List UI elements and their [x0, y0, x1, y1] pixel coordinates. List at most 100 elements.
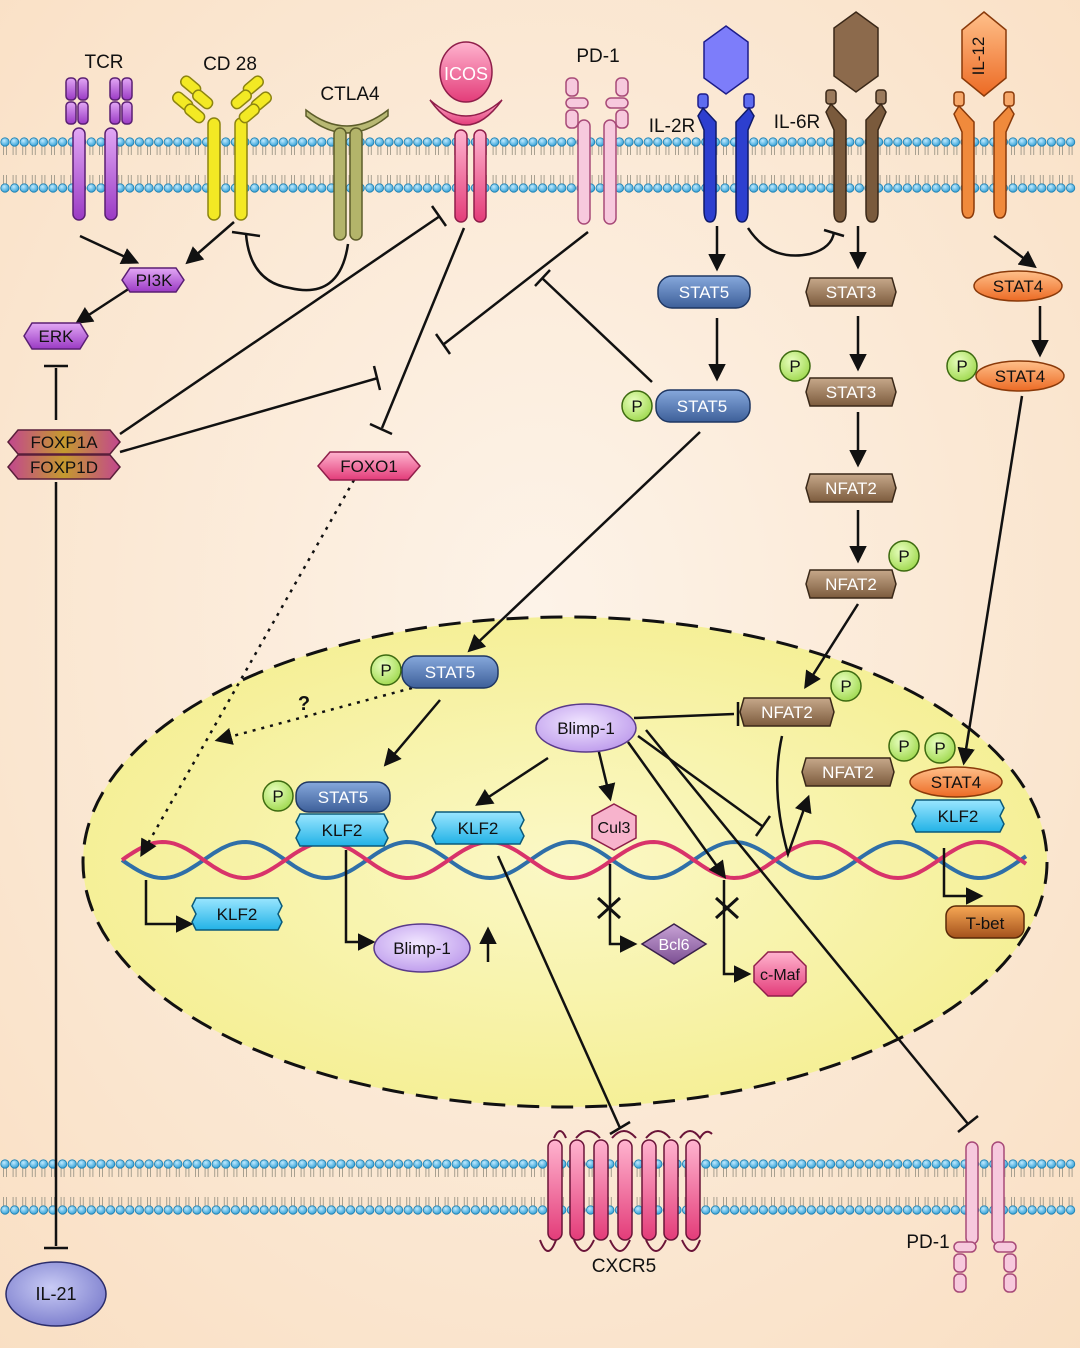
- cul3-node: [591, 803, 637, 851]
- phospho-label: P: [380, 661, 391, 680]
- nuclear-stat4-label: STAT4: [931, 773, 981, 792]
- il2r-receptor: [697, 25, 755, 223]
- cd28-receptor: [172, 75, 272, 221]
- tcr-receptor: [65, 77, 133, 221]
- nuclear-pstat5-node: [401, 655, 499, 689]
- klf2-product-node: [191, 897, 283, 931]
- foxp1a-node: [7, 429, 121, 455]
- foxp1d-node: [7, 454, 121, 480]
- pnfat2-node: [805, 569, 897, 599]
- phospho-badge: [830, 670, 862, 702]
- pi3k-node: [121, 267, 185, 293]
- nfat2-label: NFAT2: [825, 479, 877, 498]
- cd28-label: CD 28: [203, 54, 257, 75]
- pd1-bottom-receptor: [953, 1141, 1017, 1293]
- phospho-label: P: [934, 739, 945, 758]
- nuclear-nfat2-node: [739, 697, 835, 727]
- stat4-node: [973, 270, 1063, 302]
- stat5-label: STAT5: [679, 283, 729, 302]
- erk-label: ERK: [39, 327, 75, 346]
- nucleus: [81, 615, 1049, 1109]
- nfat2-node: [805, 473, 897, 503]
- phospho-badge: [370, 654, 402, 686]
- dna-double-helix: [120, 839, 1028, 881]
- phospho-badge: [924, 732, 956, 764]
- blimp1-node: [535, 703, 637, 753]
- il12-receptor: [953, 11, 1015, 219]
- il21-node: [5, 1261, 107, 1327]
- free-nfat2-node: [801, 757, 895, 787]
- pnfat2-label: NFAT2: [825, 575, 877, 594]
- pd1-top-label: PD-1: [576, 46, 619, 67]
- nuclear-stat4-node: [909, 766, 1003, 798]
- phospho-label: P: [840, 677, 851, 696]
- phospho-label: P: [272, 787, 283, 806]
- ctla4-label: CTLA4: [320, 84, 380, 105]
- pathway-connectors: [44, 205, 1049, 1250]
- complex-klf2-node: [295, 813, 389, 847]
- pi3k-label: PI3K: [136, 271, 174, 290]
- cmaf-label: c-Maf: [760, 967, 801, 984]
- pstat3-label: STAT3: [826, 383, 876, 402]
- klf2-product-label: KLF2: [217, 905, 258, 924]
- cmaf-node: [753, 951, 807, 997]
- stat5-node: [657, 275, 751, 309]
- phospho-label: P: [898, 547, 909, 566]
- phospho-badge: [779, 350, 811, 382]
- pstat5-node: [655, 389, 751, 423]
- il6r-label: IL-6R: [774, 112, 820, 133]
- pd1-bottom-label: PD-1: [906, 1232, 949, 1253]
- phospho-label: P: [631, 397, 642, 416]
- cul3-label: Cul3: [598, 820, 631, 837]
- klf2-right-label: KLF2: [938, 807, 979, 826]
- il12-label: IL-12: [969, 37, 988, 76]
- pstat3-node: [805, 377, 897, 407]
- icos-head: [439, 41, 493, 103]
- blimp1-product-label: Blimp-1: [393, 939, 451, 958]
- pstat5-label: STAT5: [677, 397, 727, 416]
- icos-receptor: [429, 41, 503, 223]
- pd1-top-receptor: [565, 77, 629, 225]
- klf2-right-node: [911, 799, 1005, 833]
- phospho-badge: [262, 780, 294, 812]
- uncertain-link-mark: ?: [298, 693, 310, 715]
- phospho-badge: [621, 390, 653, 422]
- tcr-label: TCR: [84, 52, 123, 73]
- phospho-label: P: [898, 737, 909, 756]
- complex-klf2-label: KLF2: [322, 821, 363, 840]
- blocked-transcription-marks: [596, 896, 740, 920]
- phospho-badge: [888, 730, 920, 762]
- complex-pstat5-label: STAT5: [318, 788, 368, 807]
- nuclear-pstat5-label: STAT5: [425, 663, 475, 682]
- pstat4-label: STAT4: [995, 367, 1045, 386]
- phospho-badge: [888, 540, 920, 572]
- il2r-label: IL-2R: [649, 116, 695, 137]
- klf2-mid-node: [431, 811, 525, 845]
- il6r-receptor: [825, 11, 887, 223]
- icos-label: ICOS: [444, 64, 488, 84]
- pstat4-node: [975, 360, 1065, 392]
- phospho-label: P: [956, 357, 967, 376]
- stat3-node: [805, 277, 897, 307]
- ctla4-receptor: [305, 108, 389, 241]
- cxcr5-receptor: [539, 1130, 713, 1252]
- tbet-label: T-bet: [966, 914, 1005, 933]
- blimp1-label: Blimp-1: [557, 719, 615, 738]
- stat3-label: STAT3: [826, 283, 876, 302]
- foxo1-label: FOXO1: [340, 457, 398, 476]
- stat4-label: STAT4: [993, 277, 1043, 296]
- foxp1d-label: FOXP1D: [30, 458, 98, 477]
- bcl6-node: [640, 923, 708, 965]
- complex-pstat5-node: [295, 781, 391, 813]
- nuclear-nfat2-label: NFAT2: [761, 703, 813, 722]
- phospho-badge: [946, 350, 978, 382]
- cxcr5-label: CXCR5: [592, 1256, 656, 1277]
- blimp1-product-node: [373, 923, 471, 973]
- tbet-node: [945, 905, 1025, 939]
- foxo1-node: [317, 451, 421, 481]
- erk-node: [23, 322, 89, 350]
- klf2-mid-label: KLF2: [458, 819, 499, 838]
- foxp1a-label: FOXP1A: [30, 433, 98, 452]
- bcl6-label: Bcl6: [658, 937, 689, 954]
